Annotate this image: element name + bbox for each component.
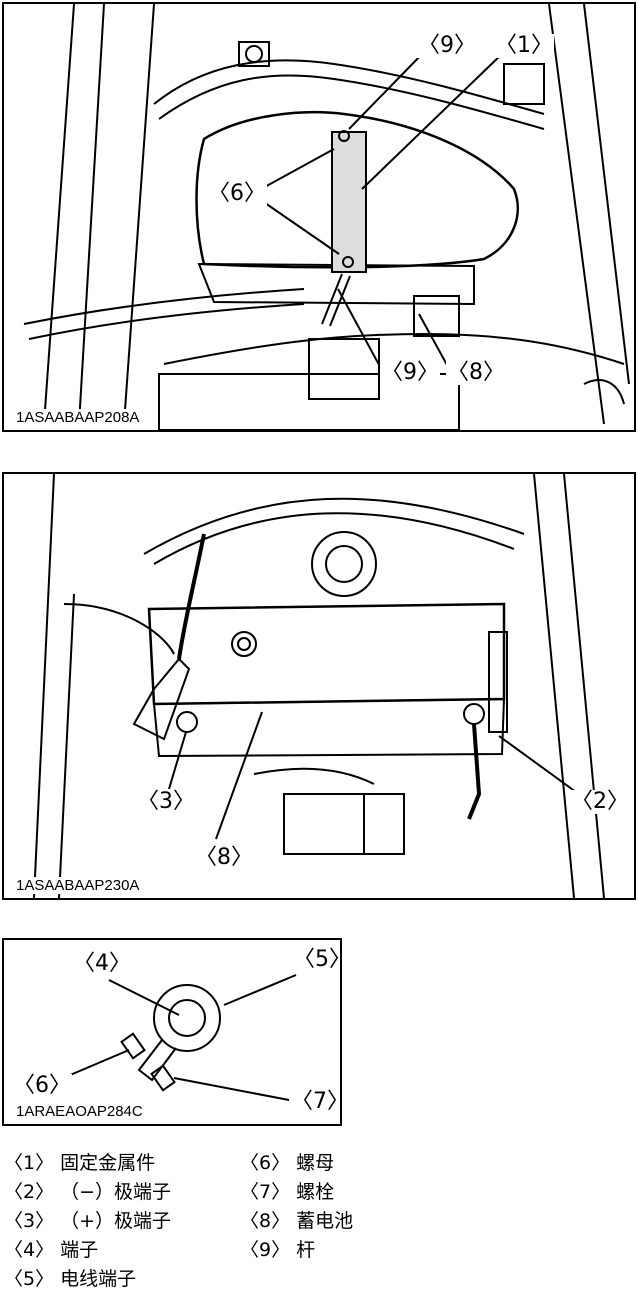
legend-num: 〈4〉	[4, 1239, 55, 1261]
callout-9-top: 〈9〉	[417, 33, 477, 58]
callout-9-bottom: 〈9〉	[380, 360, 440, 385]
figure-terminal-detail: 〈4〉 〈5〉 〈6〉 〈7〉 1ARAEAOAP284C	[2, 938, 342, 1126]
legend-num: 〈2〉	[4, 1181, 55, 1203]
legend-item-2: 〈2〉 （−）极端子	[4, 1177, 171, 1204]
legend-item-3: 〈3〉 （+）极端子	[4, 1206, 171, 1233]
figure-code: 1ARAEAOAP284C	[14, 1103, 145, 1120]
legend-num: 〈9〉	[240, 1239, 291, 1261]
legend-item-8: 〈8〉 蓄电池	[240, 1206, 353, 1233]
legend-num: 〈8〉	[240, 1210, 291, 1232]
legend-num: 〈3〉	[4, 1210, 55, 1232]
callout-3: 〈3〉	[136, 789, 196, 814]
legend-text: 螺母	[296, 1152, 335, 1174]
legend-text: 蓄电池	[296, 1210, 354, 1232]
terminal-detail-illustration	[48, 974, 297, 1101]
legend-text: 螺栓	[296, 1181, 335, 1203]
legend-item-9: 〈9〉 杆	[240, 1235, 315, 1262]
callout-1: 〈1〉	[494, 33, 554, 58]
battery-terminal-illustration	[33, 474, 605, 898]
legend-item-1: 〈1〉 固定金属件	[4, 1148, 155, 1175]
legend-item-4: 〈4〉 端子	[4, 1235, 98, 1262]
legend-text: （−）极端子	[60, 1181, 172, 1203]
legend-text: 杆	[296, 1239, 316, 1261]
callout-7: 〈7〉	[290, 1090, 340, 1114]
callout-6: 〈6〉	[207, 181, 267, 206]
callout-2: 〈2〉	[570, 789, 630, 814]
legend-text: 固定金属件	[60, 1152, 156, 1174]
callout-8: 〈8〉	[194, 845, 254, 870]
legend-item-5: 〈5〉 电线端子	[4, 1264, 136, 1291]
figure-code: 1ASAABAAP230A	[14, 877, 142, 894]
legend-text: 端子	[60, 1239, 99, 1261]
legend-num: 〈6〉	[240, 1152, 291, 1174]
legend-num: 〈5〉	[4, 1268, 55, 1290]
figure-battery-top-view: 〈9〉 〈1〉 〈6〉 〈9〉 〈8〉 1ASAABAAP208A	[2, 2, 636, 432]
legend-text: （+）极端子	[60, 1210, 172, 1232]
figure-code: 1ASAABAAP208A	[14, 409, 142, 426]
legend-item-6: 〈6〉 螺母	[240, 1148, 334, 1175]
legend-text: 电线端子	[60, 1268, 137, 1290]
callout-6: 〈6〉	[12, 1073, 72, 1098]
figure-battery-terminals: 〈3〉 〈8〉 〈2〉 1ASAABAAP230A	[2, 472, 636, 900]
legend-item-7: 〈7〉 螺栓	[240, 1177, 334, 1204]
callout-8: 〈8〉	[446, 360, 506, 385]
callout-5: 〈5〉	[292, 948, 340, 972]
legend-num: 〈1〉	[4, 1152, 55, 1174]
legend-num: 〈7〉	[240, 1181, 291, 1203]
callout-4: 〈4〉	[72, 951, 132, 976]
battery-cover-illustration	[23, 4, 630, 430]
